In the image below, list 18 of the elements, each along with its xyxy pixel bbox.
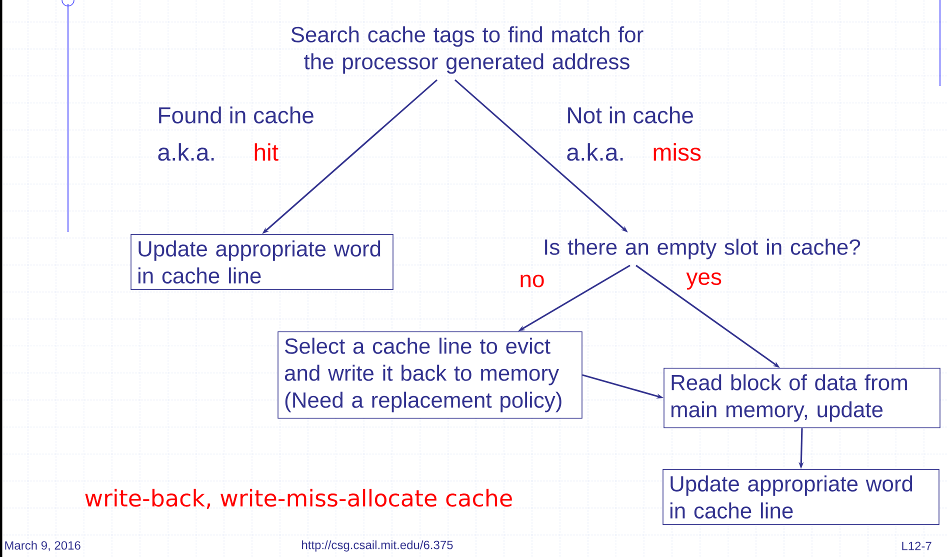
note-text: write-back, write-miss-allocate cache [85, 488, 512, 510]
process-box: Update appropriate word in cache line [662, 469, 940, 525]
process-box: Select a cache line to evict and write it back to memory (Need a replacement policy) [278, 331, 582, 419]
label-text: a.k.a. [158, 143, 214, 161]
label-text: hit [254, 143, 278, 161]
footer-text: L12-7 [902, 542, 932, 550]
edge-label: yes [686, 272, 722, 290]
edge-label: Found in cache [159, 106, 314, 124]
label-text: miss [654, 143, 701, 161]
decision-text: Is there an empty slot in cache? [545, 238, 860, 260]
process-box: Update appropriate word in cache line [130, 234, 394, 290]
process-box: Read block of data from main memory, update [664, 368, 940, 428]
footer-text: http://csg.csail.mit.edu/6.375 [302, 540, 453, 552]
edge-label: Not in cache [568, 106, 693, 124]
edge-label: no [520, 274, 544, 288]
label-text: a.k.a. [567, 143, 623, 161]
decision-text: Search cache tags to find match for the processor generated address [291, 26, 644, 74]
footer-text: March 9, 2016 [5, 540, 80, 552]
